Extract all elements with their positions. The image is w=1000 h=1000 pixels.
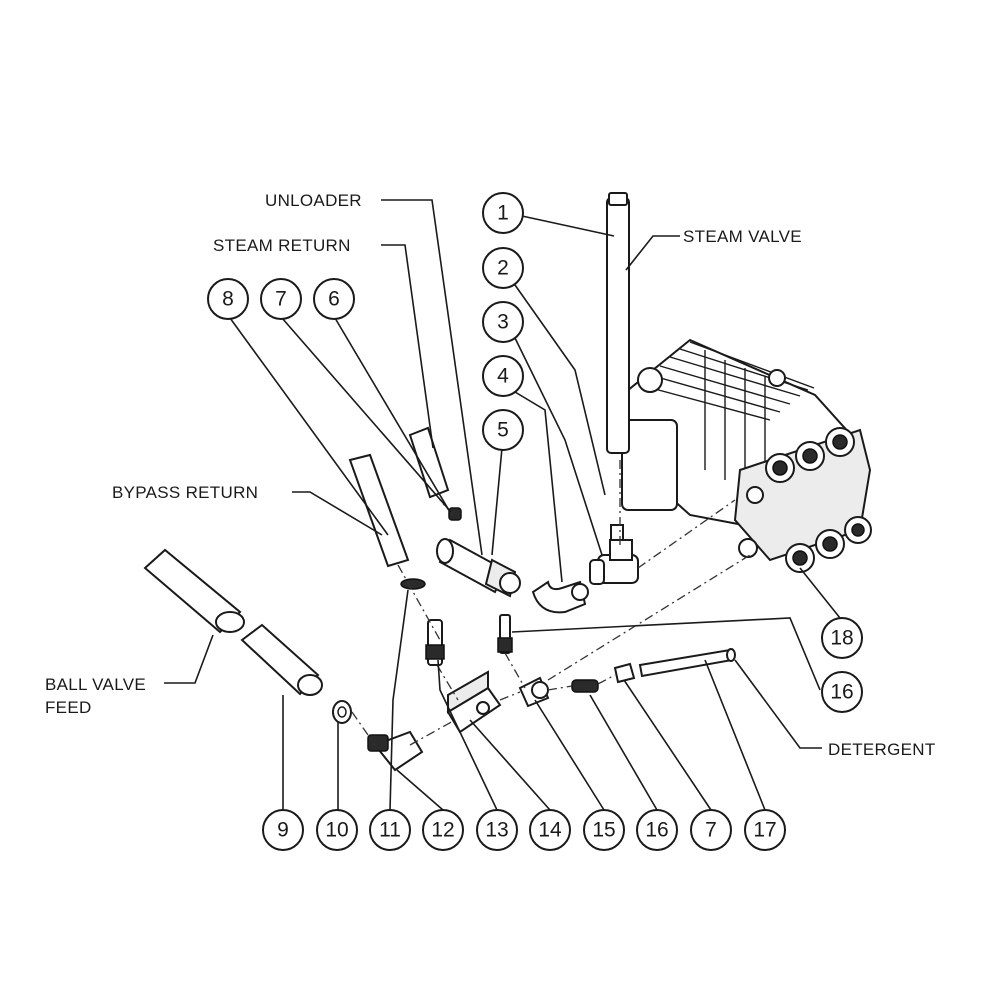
svg-text:2: 2 <box>497 257 509 280</box>
callout-7-top: 7 <box>260 278 302 320</box>
callout-16-bottom: 16 <box>636 809 678 851</box>
svg-text:15: 15 <box>592 819 615 842</box>
svg-text:7: 7 <box>275 288 287 311</box>
callout-9: 9 <box>262 809 304 851</box>
callout-10: 10 <box>316 809 358 851</box>
elbow-fitting <box>531 580 589 614</box>
elbow-12 <box>367 730 424 772</box>
callout-8: 8 <box>207 278 249 320</box>
ball-valve-hose-lower <box>240 623 323 696</box>
callout-18: 18 <box>821 617 863 659</box>
callout-5: 5 <box>482 409 524 451</box>
label-detergent: DETERGENT <box>828 740 936 759</box>
bypass-return-hose <box>348 453 410 568</box>
svg-text:16: 16 <box>830 681 853 704</box>
label-bypass-return: BYPASS RETURN <box>112 483 258 502</box>
svg-text:16: 16 <box>645 819 668 842</box>
label-ball-valve: BALL VALVE <box>45 675 146 694</box>
ball-valve-hose-upper <box>143 548 245 634</box>
steam-valve-rod <box>606 192 630 546</box>
label-steam-return: STEAM RETURN <box>213 236 351 255</box>
clamp-10 <box>332 700 352 724</box>
leader-lines <box>164 199 841 811</box>
label-steam-valve: STEAM VALVE <box>683 227 802 246</box>
svg-text:7: 7 <box>705 819 717 842</box>
callout-14: 14 <box>529 809 571 851</box>
svg-text:3: 3 <box>497 311 509 334</box>
svg-text:4: 4 <box>497 365 509 388</box>
svg-text:12: 12 <box>431 819 454 842</box>
assembly-lines <box>351 458 751 746</box>
pump-caps <box>738 427 872 573</box>
callout-3: 3 <box>482 301 524 343</box>
svg-text:1: 1 <box>497 202 509 225</box>
label-unloader: UNLOADER <box>265 191 362 210</box>
callout-15: 15 <box>583 809 625 851</box>
fitting-15 <box>518 676 550 708</box>
steam-return-hose <box>408 426 462 521</box>
callout-13: 13 <box>476 809 518 851</box>
callout-11: 11 <box>369 809 411 851</box>
callout-4: 4 <box>482 355 524 397</box>
detergent-line <box>571 648 736 693</box>
barb-fitting <box>425 619 445 666</box>
svg-text:5: 5 <box>497 419 509 442</box>
callout-6: 6 <box>313 278 355 320</box>
svg-text:6: 6 <box>328 288 340 311</box>
svg-text:14: 14 <box>538 819 562 842</box>
nipple-16-upper <box>497 614 513 654</box>
label-feed: FEED <box>45 698 92 717</box>
svg-text:13: 13 <box>485 819 508 842</box>
pump-body <box>620 338 872 573</box>
tee-fitting <box>589 539 639 585</box>
svg-text:18: 18 <box>830 627 853 650</box>
callout-12: 12 <box>422 809 464 851</box>
svg-text:10: 10 <box>325 819 348 842</box>
clamp-11 <box>400 578 426 590</box>
callout-7-bottom: 7 <box>690 809 732 851</box>
svg-text:17: 17 <box>753 819 776 842</box>
unloader-body <box>436 538 521 598</box>
callout-2: 2 <box>482 247 524 289</box>
callout-17: 17 <box>744 809 786 851</box>
svg-text:8: 8 <box>222 288 234 311</box>
callout-16-right: 16 <box>821 671 863 713</box>
svg-text:11: 11 <box>379 819 401 842</box>
svg-text:9: 9 <box>277 819 289 842</box>
callout-1: 1 <box>482 192 524 234</box>
